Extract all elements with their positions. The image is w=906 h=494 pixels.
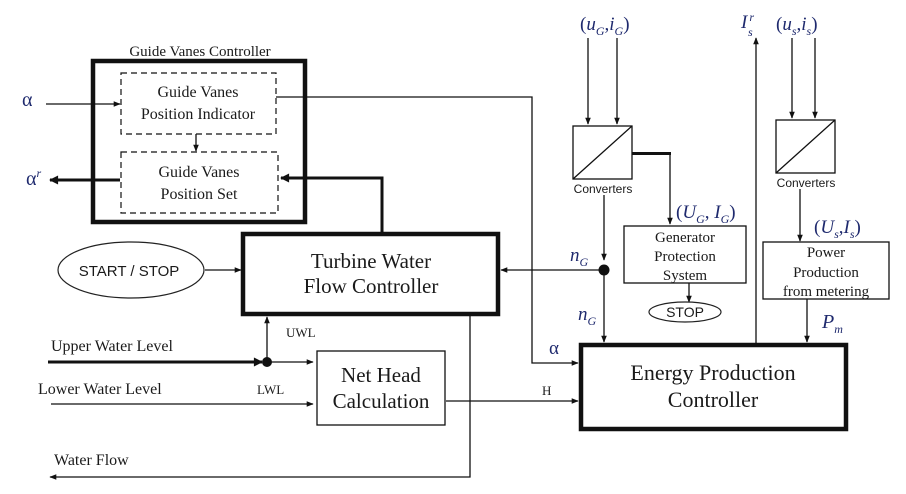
turbine-water-flow-controller-block <box>240 231 501 317</box>
epc-line1: Energy Production <box>630 360 795 385</box>
power-production-block <box>762 241 890 300</box>
converter-stator-label: Converters <box>777 176 836 190</box>
gv-position-indicator-block <box>120 72 277 135</box>
line-twfc-to-gv-set <box>280 173 384 233</box>
stop-label: STOP <box>666 304 704 320</box>
lwl-label: LWL <box>257 382 284 397</box>
gv-position-indicator-line2: Position Indicator <box>141 106 256 123</box>
ppm-line2: Production <box>793 265 859 281</box>
gv-position-set-line2: Position Set <box>161 186 238 203</box>
line-water-flow <box>49 314 471 480</box>
alpha-ref-label: αr <box>26 166 41 190</box>
ug-ig-label: (uG,iG) <box>580 14 630 38</box>
guide-vanes-controller-title: Guide Vanes Controller <box>129 44 270 60</box>
ppm-line3: from metering <box>783 284 870 300</box>
Us-Is-label: (Us,Is) <box>814 217 861 241</box>
us-is-label: (us,is) <box>776 14 818 38</box>
ng-label-2: nG <box>578 304 597 328</box>
ppm-line1: Power <box>807 245 845 261</box>
uwl-label: UWL <box>286 325 316 340</box>
twfc-line2: Flow Controller <box>304 274 439 298</box>
start-stop-terminal[interactable] <box>57 241 205 299</box>
alpha-ref-sup: r <box>36 166 41 180</box>
line-converter-to-gps <box>632 153 673 225</box>
generator-protection-system-block <box>623 225 747 284</box>
net-head-calculation-block <box>316 350 446 426</box>
gps-line2: Protection <box>654 249 716 265</box>
ng-label-1: nG <box>570 245 589 269</box>
h-label: H <box>542 383 551 398</box>
converter-generator <box>572 125 633 180</box>
alpha-input-label: α <box>22 89 33 111</box>
nhc-line2: Calculation <box>333 389 430 413</box>
gps-line1: Generator <box>655 230 715 246</box>
upper-water-level-label: Upper Water Level <box>51 338 173 355</box>
energy-production-controller-block <box>578 342 849 432</box>
converter-generator-label: Converters <box>574 182 633 196</box>
start-stop-label: START / STOP <box>79 263 180 280</box>
epc-line2: Controller <box>668 387 759 412</box>
twfc-line1: Turbine Water <box>311 249 431 273</box>
water-flow-label: Water Flow <box>54 452 129 469</box>
alpha-ref-base: α <box>26 168 37 190</box>
gv-position-indicator-line1: Guide Vanes <box>157 84 238 101</box>
gps-line3: System <box>663 268 708 284</box>
lower-water-level-label: Lower Water Level <box>38 381 162 398</box>
converter-stator <box>775 119 836 174</box>
stop-terminal[interactable] <box>648 301 722 323</box>
pm-label: Pm <box>821 311 843 336</box>
alpha-epc-label: α <box>549 338 559 359</box>
UG-IG-label: (UG, IG) <box>676 202 736 226</box>
gv-position-set-line1: Guide Vanes <box>158 164 239 181</box>
guide-vanes-controller-block <box>90 58 308 225</box>
nhc-line1: Net Head <box>341 363 421 387</box>
gv-position-set-block <box>120 151 279 214</box>
line-alpha-to-epc <box>276 96 579 366</box>
